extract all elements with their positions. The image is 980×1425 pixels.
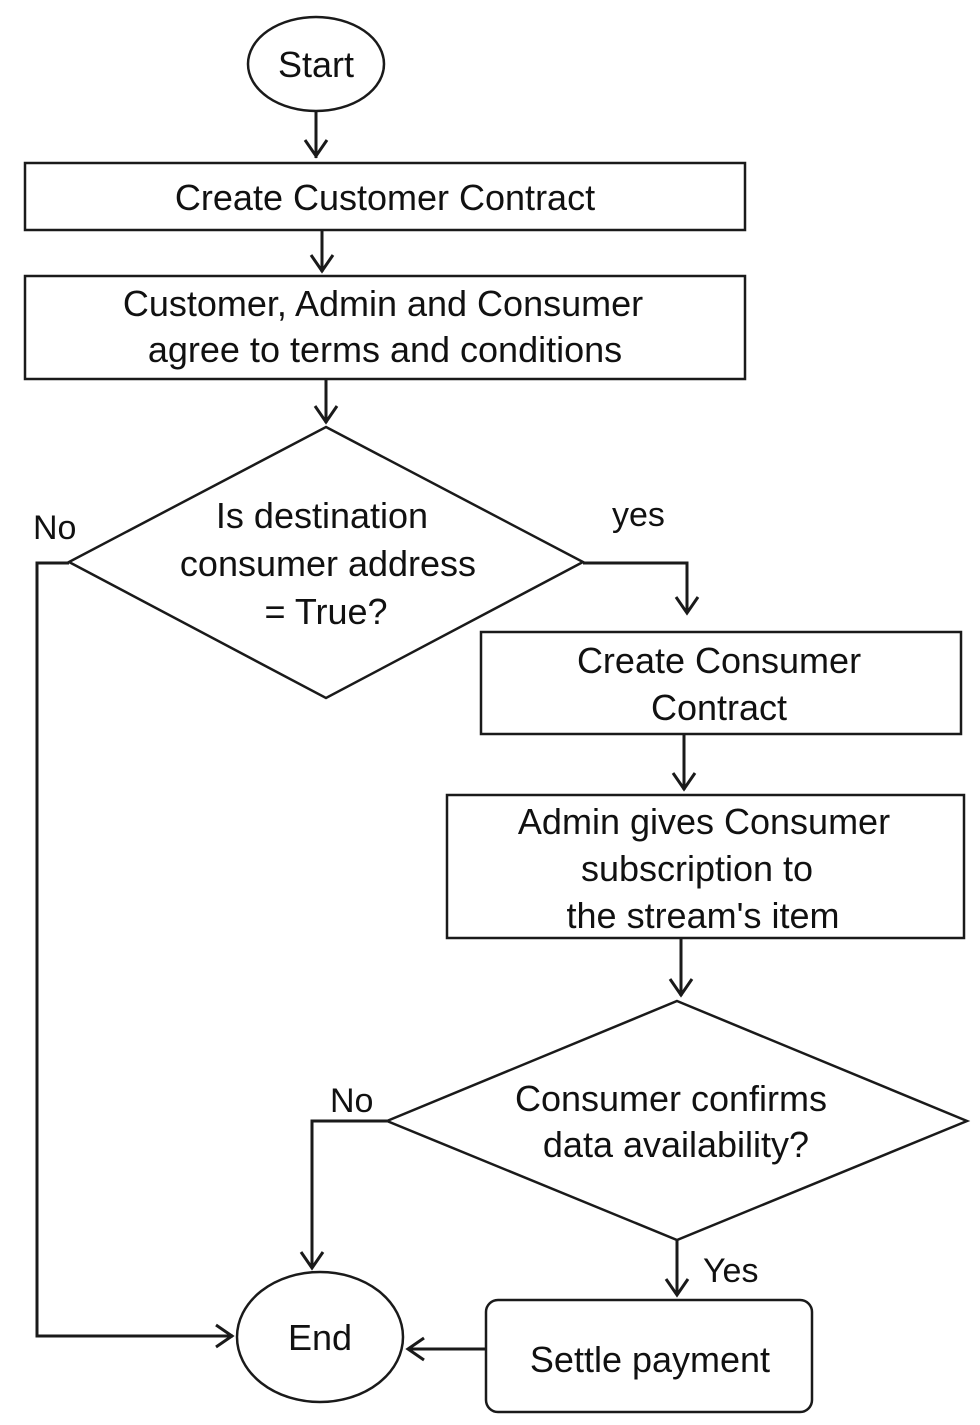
end-label: End — [288, 1317, 352, 1358]
edge-confirm-yes: Yes — [664, 1240, 758, 1298]
decision-address-line3: = True? — [264, 591, 387, 632]
create-consumer-contract-box: Create Consumer Contract — [479, 630, 963, 736]
decision-confirm-diamond: Consumer confirms data availability? — [383, 999, 971, 1242]
edge-settle-to-end — [405, 1336, 486, 1362]
decision-address-line1: Is destination — [216, 495, 428, 536]
start-label: Start — [278, 44, 354, 85]
create-customer-contract-label: Create Customer Contract — [175, 177, 595, 218]
decision-address-diamond: Is destination consumer address = True? — [66, 425, 586, 700]
arrowhead-down — [668, 978, 694, 998]
address-no-label: No — [33, 509, 76, 547]
confirm-yes-label: Yes — [703, 1252, 758, 1290]
agree-terms-label-line1: Customer, Admin and Consumer — [123, 283, 643, 324]
arrowhead-down — [671, 772, 697, 792]
arrowhead-left — [405, 1336, 425, 1362]
admin-subscription-box: Admin gives Consumer subscription to the… — [445, 793, 966, 940]
settle-payment-label: Settle payment — [530, 1339, 770, 1380]
end-node: End — [235, 1270, 405, 1404]
edge-customer-contract-to-agree — [309, 230, 335, 274]
arrowhead-right — [215, 1323, 235, 1349]
edge-address-no: No — [33, 509, 235, 1349]
edge-start-to-customer-contract — [303, 111, 329, 159]
edge-address-yes: yes — [583, 496, 700, 616]
address-yes-label: yes — [612, 496, 665, 534]
admin-subscription-line2: subscription to — [581, 848, 813, 889]
decision-confirm-line2: data availability? — [543, 1124, 809, 1165]
arrowhead-down — [299, 1251, 325, 1271]
create-customer-contract-box: Create Customer Contract — [23, 161, 747, 232]
arrowhead-down — [664, 1278, 690, 1298]
edge-agree-to-decision-address — [313, 379, 339, 425]
decision-confirm-line1: Consumer confirms — [515, 1078, 827, 1119]
admin-subscription-line3: the stream's item — [567, 895, 840, 936]
edge-consumer-contract-to-subscription — [671, 734, 697, 792]
start-node: Start — [246, 15, 386, 113]
edge-subscription-to-decision-confirm — [668, 938, 694, 998]
create-consumer-contract-line1: Create Consumer — [577, 640, 861, 681]
confirm-no-label: No — [330, 1082, 373, 1120]
settle-payment-box: Settle payment — [484, 1298, 814, 1414]
decision-address-line2: consumer address — [180, 543, 476, 584]
agree-terms-label-line2: agree to terms and conditions — [148, 329, 622, 370]
arrowhead-down — [309, 254, 335, 274]
arrowhead-down — [313, 405, 339, 425]
arrowhead-down — [674, 596, 700, 616]
edge-confirm-no: No — [299, 1082, 387, 1271]
create-consumer-contract-line2: Contract — [651, 687, 787, 728]
admin-subscription-line1: Admin gives Consumer — [518, 801, 890, 842]
agree-terms-box: Customer, Admin and Consumer agree to te… — [23, 274, 747, 381]
arrowhead-down — [303, 139, 329, 159]
